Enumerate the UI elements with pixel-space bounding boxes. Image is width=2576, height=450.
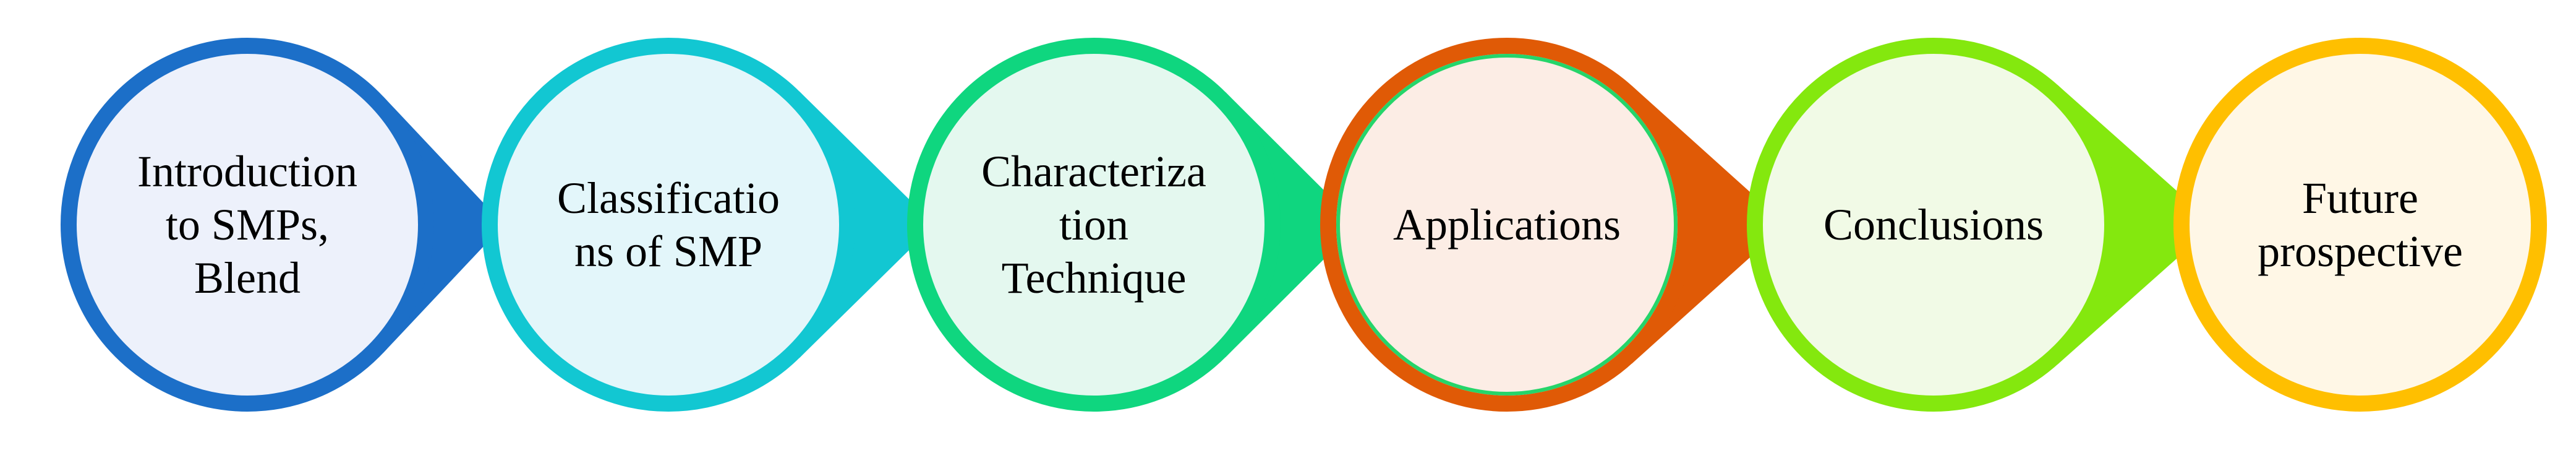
step-circle-introduction [61,38,434,412]
step-circle-classifications [482,38,855,412]
step-circle-conclusions [1747,38,2120,412]
step-circle-applications [1320,38,1694,412]
step-circle-characterization [907,38,1281,412]
step-circle-future-prospective [2173,38,2547,412]
step-inner-ring-applications [1336,54,1678,396]
